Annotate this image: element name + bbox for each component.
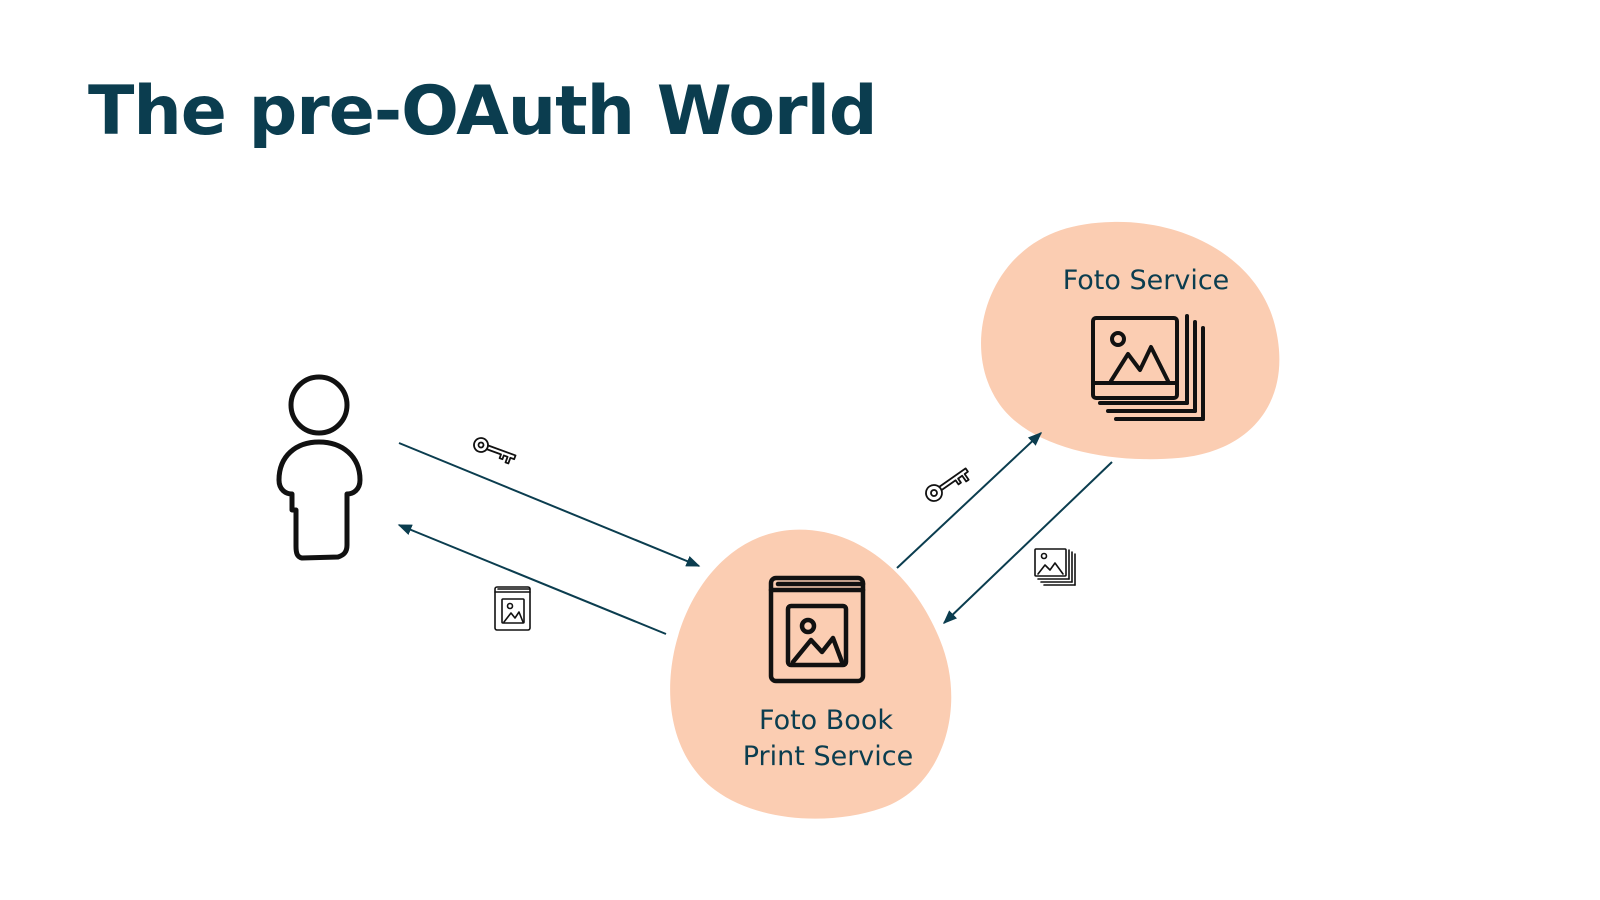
slide-title: The pre-OAuth World: [88, 72, 878, 151]
photo-book-small-icon: [494, 586, 531, 631]
arrow-user-to-print-service: [398, 442, 701, 567]
arrow-print-service-to-user: [397, 524, 667, 635]
key-icon: [925, 467, 970, 502]
print-service-label-line2: Print Service: [743, 741, 913, 772]
arrow-print-service-to-foto-service: [896, 432, 1043, 569]
photo-stack-icon: [1091, 314, 1205, 421]
print-service-blob: [670, 529, 952, 819]
print-service-label-line1: Foto Book: [759, 705, 893, 736]
photo-stack-small-icon: [1034, 548, 1076, 586]
photo-book-icon: [768, 575, 866, 684]
foto-service-blob: [981, 221, 1280, 460]
key-icon: [473, 437, 517, 465]
arrow-foto-service-to-print-service: [942, 461, 1113, 624]
person-icon: [276, 374, 363, 561]
foto-service-label: Foto Service: [1063, 265, 1230, 296]
